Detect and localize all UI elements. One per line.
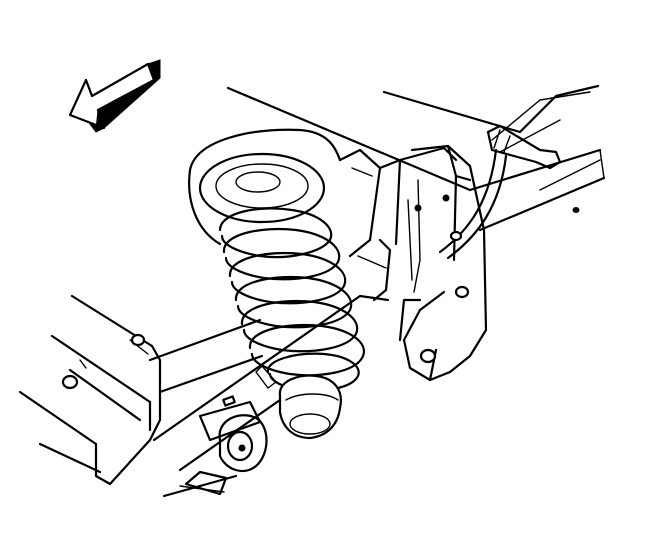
coil-spring <box>218 207 365 392</box>
frame-rail <box>226 84 606 232</box>
direction-arrow-icon <box>68 59 161 133</box>
upper-spring-mount <box>188 128 458 258</box>
shock-bracket <box>357 144 488 382</box>
left-frame-section <box>18 294 162 486</box>
axle-bumper <box>278 374 342 440</box>
brake-line-fitting <box>438 124 580 260</box>
axle-assembly <box>148 294 390 498</box>
